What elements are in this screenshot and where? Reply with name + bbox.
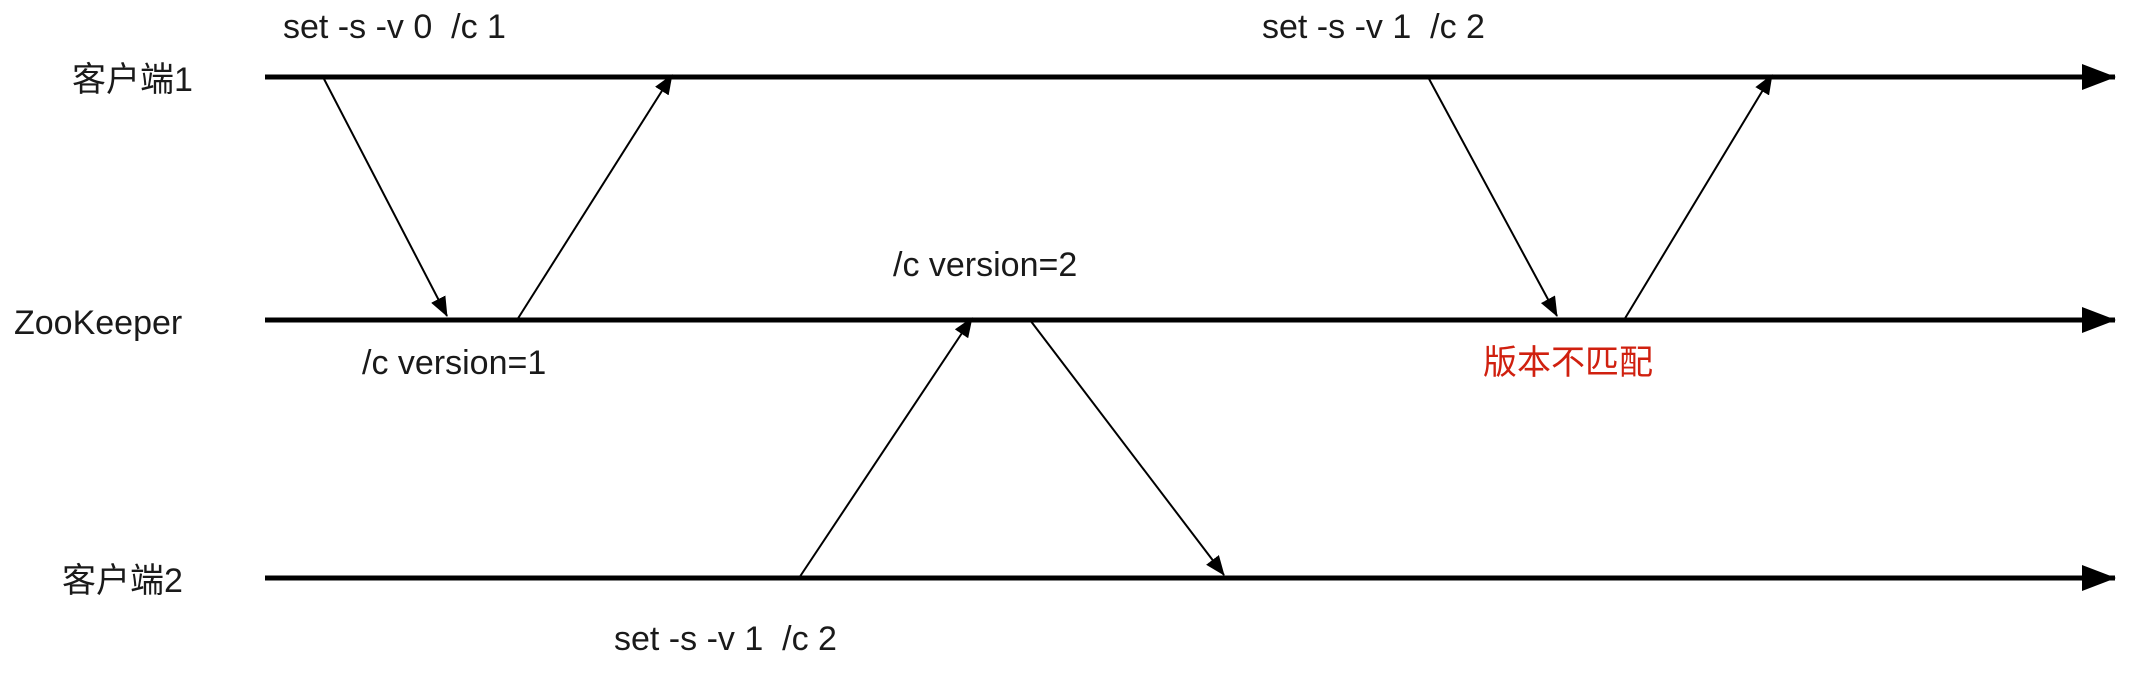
arrow-client2-response — [1029, 319, 1225, 576]
lane-label-client2: 客户端2 — [62, 562, 183, 600]
command-client2-first: set -s -v 1 /c 2 — [614, 620, 837, 658]
state-version-2: /c version=2 — [893, 246, 1077, 284]
command-client1-first: set -s -v 0 /c 1 — [283, 8, 506, 46]
arrow-client2-request — [798, 317, 973, 579]
lane-label-client1: 客户端1 — [72, 61, 193, 99]
lane-label-zookeeper: ZooKeeper — [14, 304, 182, 342]
state-version-1: /c version=1 — [362, 344, 546, 382]
arrow-client1-response-2 — [1623, 74, 1773, 321]
arrow-client1-request-1 — [322, 76, 448, 317]
state-version-mismatch: 版本不匹配 — [1483, 344, 1653, 382]
command-client1-second: set -s -v 1 /c 2 — [1262, 8, 1485, 46]
arrow-client1-response-1 — [516, 74, 673, 321]
arrow-client1-request-2 — [1427, 76, 1558, 317]
